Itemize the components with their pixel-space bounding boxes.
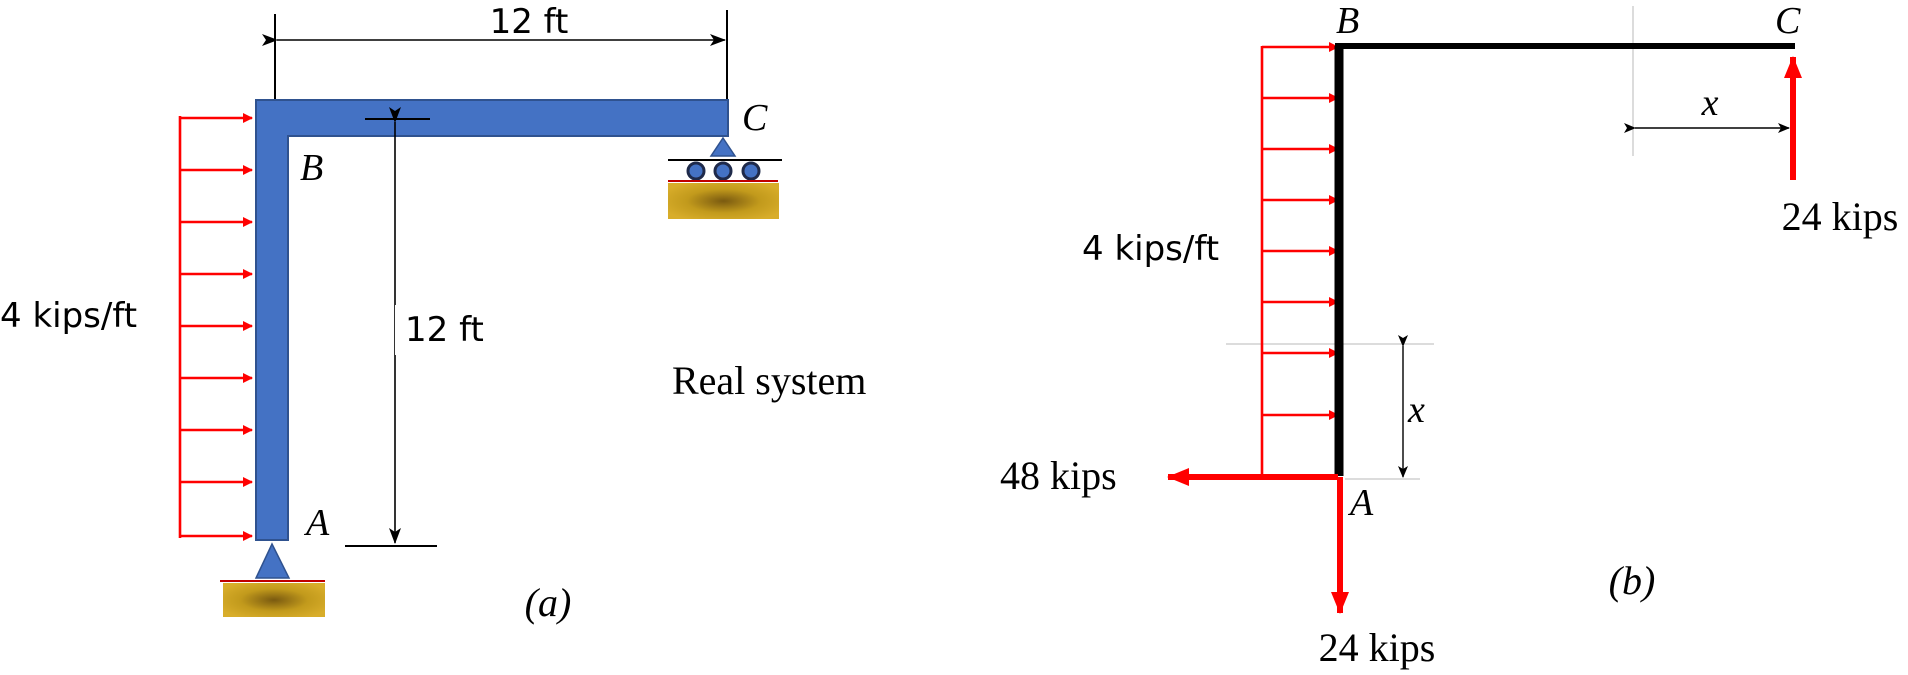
caption-a: (a): [525, 580, 572, 625]
reaction-c-label: 24 kips: [1782, 194, 1899, 239]
frame-member: [255, 99, 729, 541]
point-b-label-b: B: [1336, 0, 1359, 42]
x-dimension-horizontal: x: [1624, 82, 1790, 133]
point-b-label: B: [300, 147, 323, 189]
point-c-label-b: C: [1775, 0, 1801, 42]
load-label: 4 kips/ft: [0, 296, 137, 336]
reaction-a-vertical-label: 24 kips: [1319, 625, 1436, 670]
pin-support-a: [220, 542, 325, 617]
height-label: 12 ft: [405, 310, 484, 350]
figure-b: 4 kips/ft 48 kips 24 kips 24 kips x: [1000, 0, 1898, 670]
system-label: Real system: [672, 358, 866, 403]
x-vertical-label: x: [1407, 389, 1425, 431]
span-label: 12 ft: [490, 2, 569, 42]
reaction-a-horizontal-label: 48 kips: [1000, 453, 1117, 498]
distributed-load-arrows-b: [1260, 42, 1339, 476]
point-a-label: A: [303, 502, 330, 544]
span-dimension: 12 ft: [262, 2, 728, 140]
frame-lines-b: [1334, 43, 1795, 476]
figure-a: 12 ft 4 kips/ft 12 ft B C: [0, 2, 866, 625]
point-a-label-b: A: [1347, 482, 1374, 524]
x-dimension-vertical: x: [1398, 335, 1425, 478]
distributed-load-arrows: [178, 113, 253, 541]
load-label-b: 4 kips/ft: [1082, 229, 1219, 269]
height-dimension: 12 ft: [345, 107, 505, 547]
reaction-a-horizontal: 48 kips: [1000, 453, 1338, 498]
point-c-label: C: [742, 97, 768, 139]
reaction-c: 24 kips: [1782, 56, 1899, 239]
x-horizontal-label: x: [1701, 82, 1719, 124]
reaction-a-vertical: 24 kips: [1319, 477, 1436, 670]
roller-support-c: [668, 136, 782, 219]
caption-b: (b): [1609, 558, 1656, 603]
